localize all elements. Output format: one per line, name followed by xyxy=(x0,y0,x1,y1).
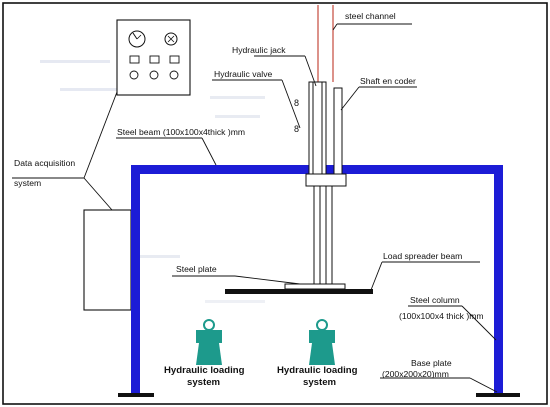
steel-channel xyxy=(317,5,334,82)
label-steel-column-2: (100x100x4 thick )mm xyxy=(399,311,484,321)
label-steel-channel: steel channel xyxy=(345,11,396,21)
hydraulic-loading-unit-1 xyxy=(196,319,222,365)
label-steel-beam: Steel beam (100x100x4thick )mm xyxy=(117,127,245,137)
dial-icon xyxy=(149,70,159,80)
label-steel-plate: Steel plate xyxy=(176,264,217,274)
label-shaft-encoder: Shaft en coder xyxy=(360,76,416,86)
label-base-plate-2: (200x200x20)mm xyxy=(382,369,449,379)
leader-lines xyxy=(116,23,498,393)
label-data-acquisition-2: system xyxy=(14,178,41,188)
load-spreader-beam xyxy=(225,289,373,294)
label-load-spreader-beam: Load spreader beam xyxy=(383,251,462,261)
switch-icon xyxy=(129,55,140,64)
base-plate-left xyxy=(118,393,154,397)
data-acquisition-box xyxy=(83,209,132,311)
hydraulic-jack-assembly xyxy=(305,81,347,287)
dial-icon xyxy=(129,70,139,80)
data-acquisition-leaders xyxy=(12,91,118,211)
label-hydraulic-loading-1a: Hydraulic loading xyxy=(164,365,245,376)
data-acquisition-panel xyxy=(116,19,191,96)
steel-plate xyxy=(284,283,346,290)
label-hydraulic-loading-2b: system xyxy=(303,377,336,388)
switch-icon xyxy=(149,55,160,64)
label-hydraulic-loading-1b: system xyxy=(187,377,220,388)
hydraulic-loading-unit-2 xyxy=(309,319,335,365)
svg-text:8: 8 xyxy=(294,124,299,134)
valve-icon: 8 8 xyxy=(294,98,299,134)
label-hydraulic-jack: Hydraulic jack xyxy=(232,45,286,55)
steel-column-right xyxy=(494,165,503,395)
label-steel-column-1: Steel column xyxy=(410,295,460,305)
svg-text:8: 8 xyxy=(294,98,299,108)
dial-icon xyxy=(169,70,179,80)
label-hydraulic-loading-2a: Hydraulic loading xyxy=(277,365,358,376)
faint-background-marks xyxy=(40,60,265,303)
switch-icon xyxy=(169,55,180,64)
label-base-plate-1: Base plate xyxy=(411,358,452,368)
base-plate-right xyxy=(476,393,520,397)
label-hydraulic-valve: Hydraulic valve xyxy=(214,69,272,79)
steel-column-left xyxy=(131,165,140,395)
label-data-acquisition-1: Data acquisition xyxy=(14,158,75,168)
